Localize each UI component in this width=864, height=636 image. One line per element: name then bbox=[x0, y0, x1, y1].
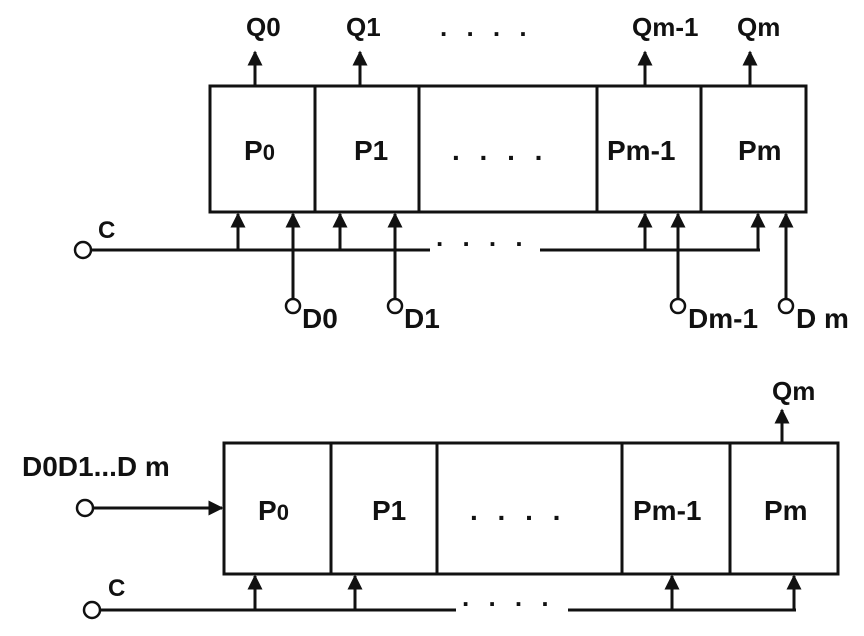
register-frame bbox=[222, 441, 840, 576]
cell-label-p0: P0 bbox=[244, 135, 275, 166]
register-frame bbox=[208, 84, 808, 214]
cell-ellipsis: . . . . bbox=[452, 135, 548, 166]
input-label-dm-1: Dm-1 bbox=[688, 303, 758, 334]
bottom-register: Qm D0D1...D m P0 P1 . . . . Pm-1 Pm C . … bbox=[22, 376, 840, 620]
cell-label-pm: Pm bbox=[738, 135, 782, 166]
clock-label: C bbox=[98, 217, 115, 244]
cell-label-pm: Pm bbox=[764, 495, 808, 526]
cell-label-p1: P1 bbox=[372, 495, 406, 526]
output-ellipsis: . . . . bbox=[440, 12, 533, 42]
output-label-q1: Q1 bbox=[346, 12, 381, 42]
clock-terminal bbox=[82, 600, 102, 620]
cell-label-pm-1: Pm-1 bbox=[607, 135, 675, 166]
output-label-qm: Qm bbox=[737, 12, 780, 42]
input-terminal-dm-1 bbox=[669, 297, 687, 315]
input-terminal-d1 bbox=[386, 297, 404, 315]
output-label-qm-1: Qm-1 bbox=[632, 12, 698, 42]
clock-ellipsis: . . . . bbox=[462, 582, 555, 612]
output-label-qm: Qm bbox=[772, 376, 815, 406]
clock-ellipsis: . . . . bbox=[436, 222, 529, 252]
cell-label-pm-1: Pm-1 bbox=[633, 495, 701, 526]
serial-input-label: D0D1...D m bbox=[22, 451, 170, 482]
cell-label-p0: P0 bbox=[258, 495, 289, 526]
top-register: Q0 Q1 . . . . Qm-1 Qm P0 P1 . . . . Pm-1… bbox=[73, 12, 849, 334]
clock-terminal bbox=[73, 240, 93, 260]
input-label-dm: D m bbox=[796, 303, 849, 334]
clock-label: C bbox=[108, 575, 125, 602]
output-label-q0: Q0 bbox=[246, 12, 281, 42]
cell-label-p1: P1 bbox=[354, 135, 388, 166]
clock-gap bbox=[430, 238, 540, 258]
input-label-d1: D1 bbox=[404, 303, 440, 334]
input-label-d0: D0 bbox=[302, 303, 338, 334]
input-terminal-dm bbox=[777, 297, 795, 315]
clock-gap bbox=[456, 598, 568, 618]
input-terminal-d0 bbox=[284, 297, 302, 315]
cell-ellipsis: . . . . bbox=[470, 495, 566, 526]
serial-input-terminal bbox=[75, 498, 95, 518]
